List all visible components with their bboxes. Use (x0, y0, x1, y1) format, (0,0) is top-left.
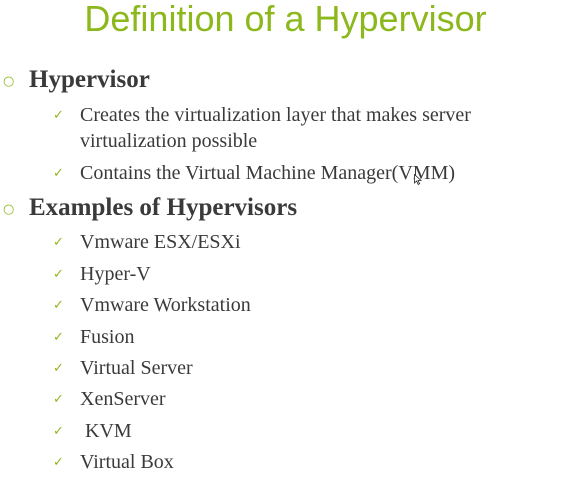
checkmark-icon: ✓ (53, 166, 64, 181)
list-item: Vmware ESX/ESXi (80, 231, 241, 253)
list-item: Virtual Server (80, 357, 193, 379)
checkmark-icon: ✓ (53, 361, 64, 376)
list-item: Creates the virtualization layer that ma… (80, 102, 550, 154)
list-item-line: Contains the Virtual Machine Manager(VMM… (80, 162, 456, 184)
list-item: Hyper-V (80, 263, 151, 285)
checkmark-icon: ✓ (53, 392, 64, 407)
checkmark-icon: ✓ (53, 108, 64, 123)
circle-bullet-icon: ○ (3, 202, 15, 217)
list-item-line: Creates the virtualization layer that ma… (80, 104, 471, 126)
checkmark-icon: ✓ (53, 424, 64, 439)
list-item: XenServer (80, 388, 166, 410)
list-item: Contains the Virtual Machine Manager(VMM… (80, 160, 550, 186)
list-item: KVM (80, 420, 132, 442)
slide-title: Definition of a Hypervisor (84, 0, 487, 39)
checkmark-icon: ✓ (53, 455, 64, 470)
list-item-line: virtualization possible (80, 130, 258, 152)
checkmark-icon: ✓ (53, 298, 64, 313)
list-item: Fusion (80, 326, 135, 348)
list-item: Virtual Box (80, 451, 174, 473)
section-heading: Examples of Hypervisors (29, 194, 298, 221)
list-item: Vmware Workstation (80, 294, 251, 316)
checkmark-icon: ✓ (53, 267, 64, 282)
mouse-cursor-icon (414, 174, 422, 185)
checkmark-icon: ✓ (53, 330, 64, 345)
circle-bullet-icon: ○ (3, 74, 15, 89)
checkmark-icon: ✓ (53, 235, 64, 250)
section-heading: Hypervisor (29, 66, 150, 93)
